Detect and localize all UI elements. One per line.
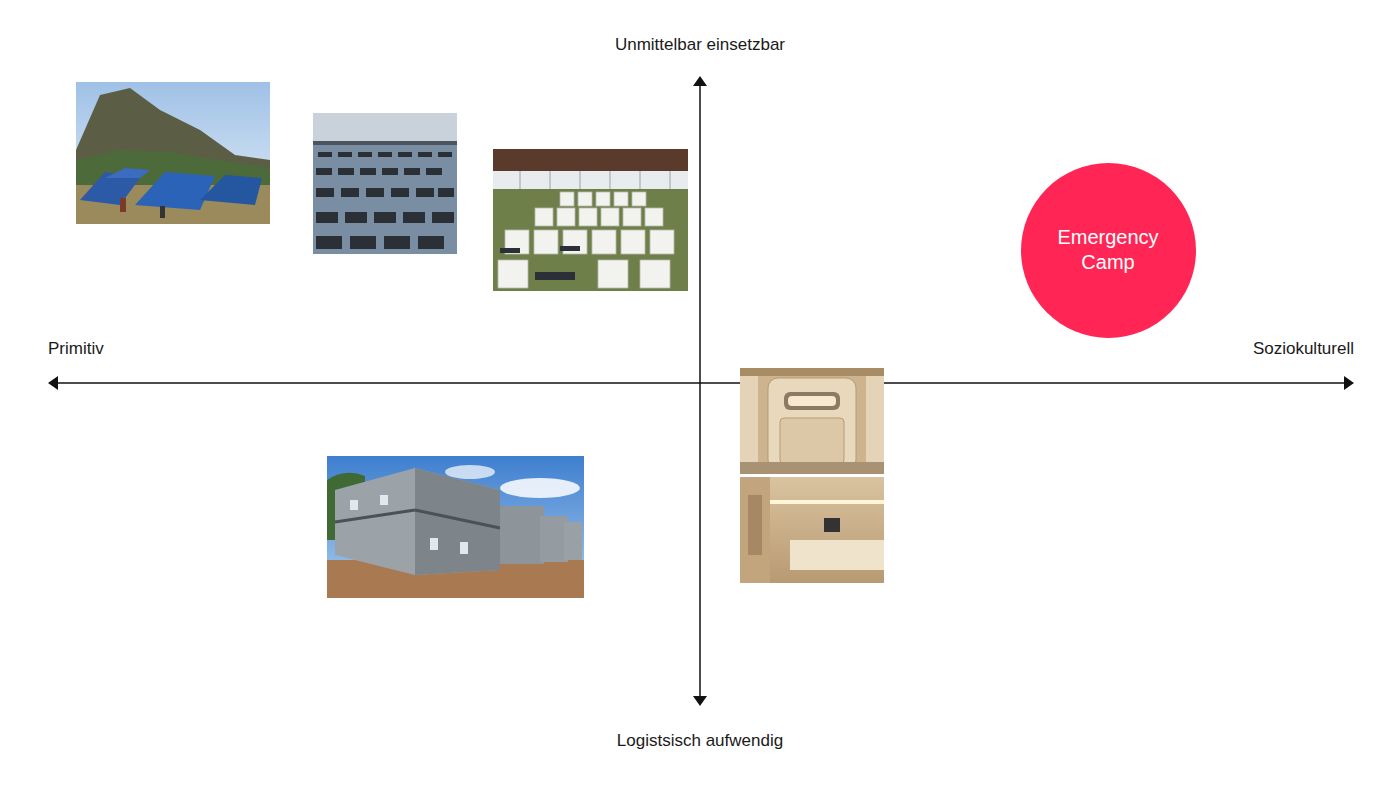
capsule-photo <box>740 368 884 583</box>
axis-label: Primitiv <box>48 339 104 359</box>
axis-label: Soziokulturell <box>1253 339 1354 359</box>
axis-label: Logistsisch aufwendig <box>617 731 783 751</box>
circle-outline <box>1021 163 1196 338</box>
circle-shape <box>1021 163 1196 338</box>
circle-label: Emergency Camp <box>1048 225 1168 275</box>
partition-hall-photo <box>493 149 688 291</box>
tent-photo <box>76 82 270 224</box>
container-photo <box>327 456 584 598</box>
axis-label: Unmittelbar einsetzbar <box>615 35 785 55</box>
axes <box>48 76 1354 706</box>
gym-cots-photo <box>313 113 457 254</box>
highlight-circle: Emergency Camp <box>1021 163 1196 338</box>
